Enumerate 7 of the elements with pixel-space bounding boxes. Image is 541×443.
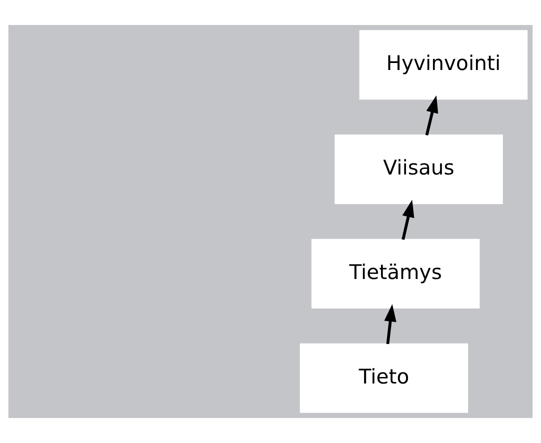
node-box: Viisaus	[334, 134, 503, 204]
arrow	[425, 95, 438, 136]
arrow	[384, 304, 396, 344]
node-box: Hyvinvointi	[359, 30, 528, 100]
node-box: Tieto	[300, 343, 468, 413]
arrow	[402, 200, 414, 240]
node-box: Tietämys	[311, 238, 480, 309]
